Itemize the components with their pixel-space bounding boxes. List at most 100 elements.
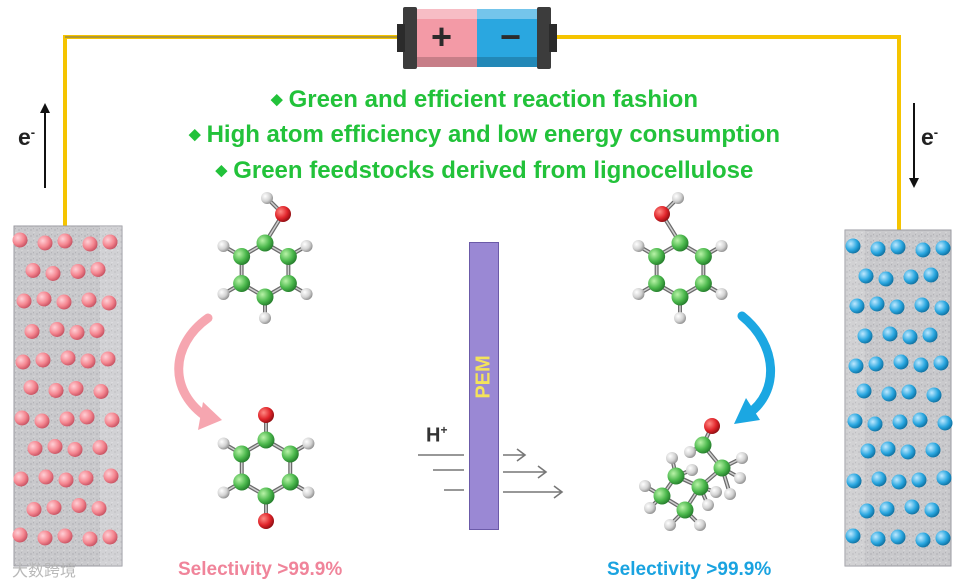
- cathode-particle: [935, 240, 951, 256]
- left-selectivity: Selectivity >99.9%: [178, 559, 343, 580]
- circuit-wire: [548, 35, 901, 232]
- anode-particle: [68, 381, 84, 396]
- anode-particle: [69, 325, 85, 340]
- cathode-particle: [913, 357, 929, 373]
- cathode-particle: [915, 242, 931, 258]
- anode-particle: [37, 235, 53, 251]
- benzoquinone-molecule: [217, 407, 315, 529]
- anode-particle: [24, 324, 40, 339]
- anode-particle: [12, 232, 28, 248]
- cathode-particle: [926, 387, 942, 403]
- cathode-particle: [880, 441, 896, 457]
- cathode-particle: [859, 503, 875, 519]
- anode-particle: [59, 411, 75, 427]
- anode-particle: [101, 295, 117, 311]
- anode-particle: [89, 323, 105, 338]
- cathode-particle: [879, 501, 895, 517]
- cathode-particle: [848, 358, 864, 374]
- cathode-particle: [915, 532, 931, 548]
- anode-particle: [46, 500, 62, 515]
- phenol-molecule-right: [632, 192, 728, 324]
- anode-particle: [103, 468, 119, 484]
- anode-particle: [60, 350, 76, 366]
- anode-particle: [34, 413, 50, 429]
- anode-particle: [78, 470, 94, 486]
- anode-particle: [82, 531, 98, 547]
- battery-plus-sign: +: [431, 16, 453, 57]
- right-selectivity: Selectivity >99.9%: [607, 559, 772, 580]
- anode-particle: [70, 264, 86, 279]
- cathode-particle: [903, 269, 919, 285]
- anode-particle: [15, 354, 31, 370]
- cathode-particle: [892, 414, 908, 430]
- anode-particle: [56, 294, 72, 310]
- anode-particle: [13, 471, 29, 487]
- anode-particle: [38, 469, 54, 485]
- cathode-particle: [937, 415, 953, 431]
- cathode-particle: [902, 329, 918, 345]
- anode-particle: [16, 293, 32, 309]
- cathode-particle: [845, 238, 861, 254]
- anode-particle: [45, 266, 61, 281]
- anode-particle: [82, 236, 98, 252]
- bullet-line: ◆High atom efficiency and low energy con…: [189, 121, 780, 148]
- cathode-particle: [860, 443, 876, 459]
- anode-particle: [102, 529, 118, 545]
- cathode-particle: [900, 444, 916, 460]
- cathode-particle: [923, 267, 939, 283]
- cathode-particle: [893, 354, 909, 370]
- proton-label: H+: [426, 423, 448, 447]
- cathode-particle: [847, 413, 863, 429]
- anode-particle: [67, 442, 83, 457]
- anode-particle: [47, 439, 63, 454]
- anode-particle: [25, 263, 41, 278]
- cathode-particle: [912, 412, 928, 428]
- electron-label-left: e-: [18, 124, 36, 150]
- anode-particle: [23, 380, 39, 395]
- anode-particle: [58, 472, 74, 488]
- left-conversion-arrow: [174, 313, 222, 430]
- anode-particle: [26, 502, 42, 517]
- anode-particle: [90, 262, 106, 277]
- cathode-particle: [849, 298, 865, 314]
- anode-particle: [81, 292, 97, 308]
- cathode-particle: [924, 502, 940, 518]
- battery-icon: [397, 7, 557, 69]
- cathode-particle: [870, 241, 886, 257]
- anode-particle: [36, 291, 52, 307]
- cathode-particle: [845, 528, 861, 544]
- anode-particle: [49, 322, 65, 337]
- anode-particle: [100, 351, 116, 367]
- cyclohexanone-molecule: [639, 418, 748, 531]
- cathode-particle: [871, 471, 887, 487]
- cathode-particle: [933, 355, 949, 371]
- right-conversion-arrow: [734, 311, 775, 424]
- anode-particle: [27, 441, 43, 456]
- cathode-particle: [868, 356, 884, 372]
- cathode-particle: [901, 384, 917, 400]
- watermark-text: 大数跨境: [12, 561, 77, 580]
- anode-particle: [57, 528, 73, 544]
- anode-particle: [35, 352, 51, 368]
- cathode-particle: [881, 386, 897, 402]
- anode-particle: [104, 412, 120, 428]
- cathode-electrode: [844, 229, 953, 567]
- anode-particle: [102, 234, 118, 250]
- cathode-particle: [890, 239, 906, 255]
- cathode-particle: [869, 296, 885, 312]
- anode-particle: [91, 501, 107, 516]
- cathode-particle: [904, 499, 920, 515]
- proton-exchange-membrane: [469, 242, 499, 530]
- anode-electrode: [12, 225, 123, 567]
- phenol-molecule-left: [217, 192, 313, 324]
- battery-minus-sign: −: [500, 16, 522, 57]
- cathode-particle: [878, 271, 894, 287]
- cathode-particle: [922, 327, 938, 343]
- anode-particle: [37, 530, 53, 546]
- anode-particle: [48, 383, 64, 398]
- cathode-particle: [870, 531, 886, 547]
- cathode-particle: [935, 530, 951, 546]
- cathode-particle: [934, 300, 950, 316]
- electron-label-right: e-: [921, 124, 939, 150]
- cathode-particle: [891, 474, 907, 490]
